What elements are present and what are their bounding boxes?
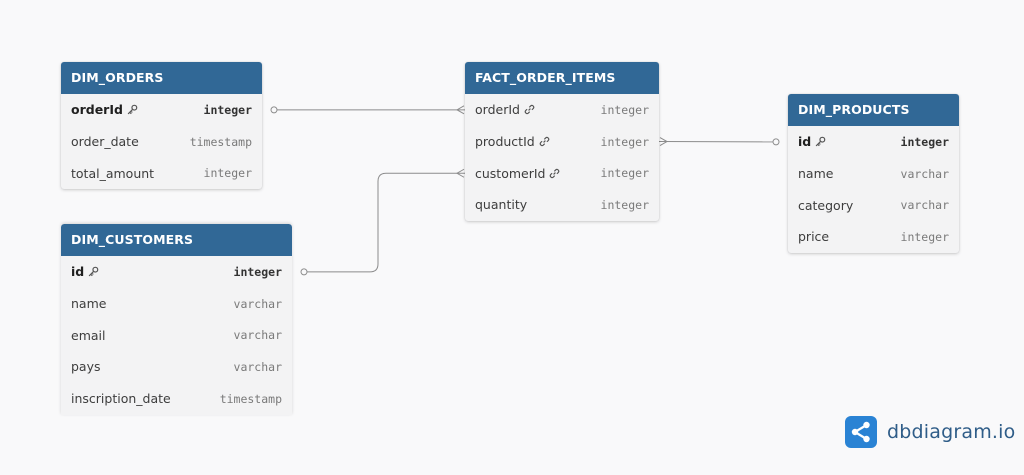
column-row-inscription-date[interactable]: inscription_date timestamp bbox=[61, 383, 292, 415]
column-name-text: total_amount bbox=[71, 165, 155, 181]
column-name: email bbox=[71, 328, 105, 343]
column-name: price bbox=[798, 229, 829, 244]
column-name: productId bbox=[475, 134, 550, 149]
column-name-text: id bbox=[71, 264, 85, 280]
column-type: varchar bbox=[900, 166, 949, 181]
column-type: integer bbox=[900, 229, 949, 244]
table-header[interactable]: DIM_CUSTOMERS bbox=[61, 224, 292, 256]
column-type: integer bbox=[233, 264, 282, 279]
column-name-text: productId bbox=[475, 134, 535, 150]
column-row-customerid[interactable]: customerId integer bbox=[465, 157, 659, 189]
column-name-text: name bbox=[71, 296, 107, 312]
brand-text: dbdiagram.io bbox=[887, 421, 1016, 443]
column-name: order_date bbox=[71, 134, 139, 149]
column-row-orderid[interactable]: orderId integer bbox=[465, 94, 659, 126]
one-cardinality-marker bbox=[772, 138, 780, 146]
column-row-orderid[interactable]: orderId integer bbox=[61, 94, 262, 126]
column-row-quantity[interactable]: quantity integer bbox=[465, 189, 659, 221]
column-name-text: quantity bbox=[475, 197, 528, 213]
column-type: integer bbox=[203, 166, 252, 181]
primary-key-icon bbox=[88, 266, 99, 277]
foreign-key-link-icon bbox=[524, 104, 535, 115]
foreign-key-link-icon bbox=[539, 136, 550, 147]
column-name-text: customerId bbox=[475, 165, 546, 181]
column-row-total-amount[interactable]: total_amount integer bbox=[61, 157, 262, 189]
column-type: timestamp bbox=[219, 391, 282, 406]
column-type: varchar bbox=[233, 328, 282, 343]
column-name: quantity bbox=[475, 197, 527, 212]
column-type: integer bbox=[600, 102, 649, 117]
column-name-text: inscription_date bbox=[71, 391, 171, 407]
table-header[interactable]: DIM_PRODUCTS bbox=[788, 94, 959, 126]
column-row-order-date[interactable]: order_date timestamp bbox=[61, 126, 262, 158]
table-header[interactable]: FACT_ORDER_ITEMS bbox=[465, 62, 659, 94]
many-cardinality-marker bbox=[455, 168, 465, 178]
column-name: orderId bbox=[475, 102, 535, 117]
primary-key-icon bbox=[127, 104, 138, 115]
column-row-email[interactable]: email varchar bbox=[61, 319, 292, 351]
column-row-category[interactable]: category varchar bbox=[788, 189, 959, 221]
column-type: integer bbox=[900, 134, 949, 149]
column-row-pays[interactable]: pays varchar bbox=[61, 351, 292, 383]
column-name-text: name bbox=[798, 166, 834, 182]
column-row-price[interactable]: price integer bbox=[788, 221, 959, 253]
column-name: name bbox=[71, 296, 106, 311]
one-cardinality-marker bbox=[270, 106, 278, 114]
column-row-id[interactable]: id integer bbox=[61, 256, 292, 288]
column-name-text: id bbox=[798, 134, 812, 150]
dbdiagram-logo-icon bbox=[845, 416, 877, 448]
column-type: varchar bbox=[233, 359, 282, 374]
foreign-key-link-icon bbox=[549, 168, 560, 179]
column-name-text: price bbox=[798, 229, 830, 245]
many-cardinality-marker bbox=[659, 137, 669, 146]
column-name: inscription_date bbox=[71, 391, 171, 406]
column-type: integer bbox=[600, 197, 649, 212]
column-name-text: category bbox=[798, 197, 854, 213]
column-name: customerId bbox=[475, 166, 560, 181]
relationship-line bbox=[304, 172, 465, 273]
column-name: id bbox=[798, 134, 826, 149]
column-row-name[interactable]: name varchar bbox=[788, 158, 959, 190]
one-cardinality-marker bbox=[300, 268, 308, 276]
column-type: timestamp bbox=[189, 134, 252, 149]
column-name: category bbox=[798, 198, 853, 213]
column-name-text: order_date bbox=[71, 134, 139, 150]
column-row-id[interactable]: id integer bbox=[788, 126, 959, 158]
column-name: total_amount bbox=[71, 166, 154, 181]
column-name: name bbox=[798, 166, 833, 181]
column-name-text: orderId bbox=[71, 102, 123, 118]
table-dim-orders[interactable]: DIM_ORDERS orderId integer order_date timest… bbox=[61, 62, 262, 190]
table-header[interactable]: DIM_ORDERS bbox=[61, 62, 262, 94]
column-type: varchar bbox=[233, 296, 282, 311]
column-row-name[interactable]: name varchar bbox=[61, 288, 292, 320]
column-name-text: email bbox=[71, 327, 106, 343]
column-name: pays bbox=[71, 359, 101, 374]
column-name: id bbox=[71, 264, 99, 279]
brand[interactable]: dbdiagram.io bbox=[845, 416, 1015, 448]
column-type: varchar bbox=[900, 198, 949, 213]
primary-key-icon bbox=[815, 136, 826, 147]
column-type: integer bbox=[600, 166, 649, 181]
column-type: integer bbox=[203, 102, 252, 117]
column-row-productid[interactable]: productId integer bbox=[465, 126, 659, 158]
many-cardinality-marker bbox=[455, 105, 465, 115]
table-fact-order-items[interactable]: FACT_ORDER_ITEMS orderId integer productId i… bbox=[465, 62, 659, 221]
column-type: integer bbox=[600, 134, 649, 149]
column-name-text: orderId bbox=[475, 102, 520, 118]
column-name-text: pays bbox=[71, 359, 101, 375]
column-name: orderId bbox=[71, 102, 138, 117]
